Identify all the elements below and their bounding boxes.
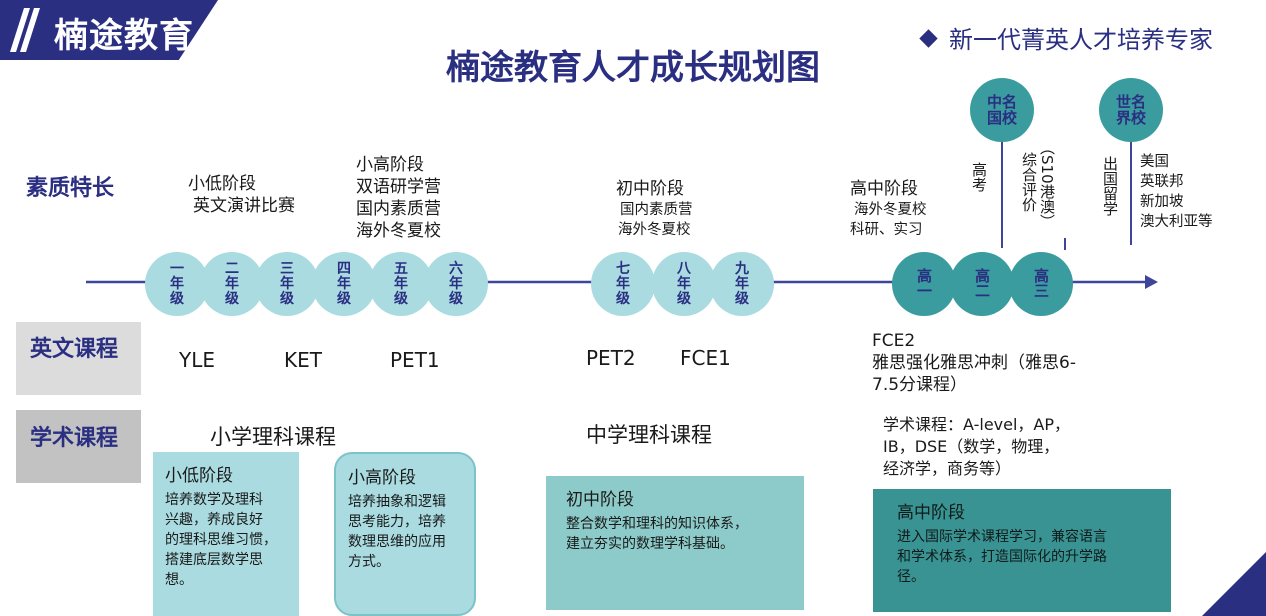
activity-middle: 初中阶段 国内素质营 海外冬夏校 [616,178,693,240]
academic-senior-desc: 学术课程：A-level，AP， IB，DSE（数学，物理， 经济学，商务等） [883,414,1070,480]
academic-senior-line: 经济学，商务等） [883,459,1012,478]
row-label-academic-bg [16,410,141,483]
activity-low-title: 小低阶段 [188,174,256,194]
academic-box-middle: 初中阶段 整合数学和理科的知识体系， 建立夯实的数理学科基础。 [546,476,804,610]
activity-low-item: 英文演讲比赛 [193,196,295,216]
box-title: 小低阶段 [165,466,233,486]
country-item: 新加坡 [1140,194,1184,210]
destination-gaokao: 高考 [970,162,988,192]
row-label-academic: 学术课程 [30,426,119,451]
grade-circle: 八年级 [652,252,716,316]
academic-box-senior: 高中阶段 进入国际学术课程学习，兼容语言 和学术体系，打造国际化的升学路 径。 [873,489,1171,612]
activity-senior: 高中阶段 海外冬夏校 科研、实习 [850,178,927,240]
activity-high: 小高阶段 双语研学营 国内素质营 海外冬夏校 [356,154,441,242]
grade-circle: 七年级 [591,252,655,316]
diamond-icon [919,28,938,48]
grade-circle: 九年级 [710,252,774,316]
activity-middle-item: 国内素质营 [620,202,693,218]
course-pet1: PET1 [390,348,440,372]
slogan: 新一代菁英人才培养专家 [919,20,1213,55]
course-senior-line: 雅思强化雅思冲刺（雅思6- [872,353,1076,373]
logo-text: 楠途教育 [54,16,194,56]
logo-stripes-icon [10,8,40,52]
activity-high-title: 小高阶段 [356,155,424,175]
destination-abroad: 出国留学 [1101,156,1119,216]
academic-box-high: 小高阶段 培养抽象和逻辑 思考能力，培养 数理思维的应用 方式。 [334,452,476,616]
academic-primary-title: 小学理科课程 [210,425,336,449]
grade-circle: 五年级 [369,252,433,316]
senior-grade-circle: 高三 [1009,252,1073,316]
activity-high-item: 双语研学营 [356,177,441,197]
activity-senior-item: 科研、实习 [850,222,923,238]
grade-circle: 一年级 [145,252,209,316]
grade-circle: 六年级 [424,252,488,316]
course-pet2: PET2 [586,346,636,370]
activity-senior-item: 海外冬夏校 [854,202,927,218]
destination-s10-2: 综合评价 [1020,152,1038,212]
academic-box-low: 小低阶段 培养数学及理科 兴趣，养成良好 的理科思维习惯， 搭建底层数学思 想。 [153,452,299,616]
course-ket: KET [284,348,322,372]
senior-grade-circle: 高一 [892,252,956,316]
grade-circle: 三年级 [255,252,319,316]
activity-middle-item: 海外冬夏校 [618,222,691,238]
activity-high-item: 海外冬夏校 [356,221,441,241]
activity-low: 小低阶段 英文演讲比赛 [188,173,295,217]
activity-senior-title: 高中阶段 [850,179,918,199]
country-item: 美国 [1140,154,1169,170]
destination-world-circle: 世名界校 [1099,78,1163,142]
activity-high-item: 国内素质营 [356,199,441,219]
grade-circle: 四年级 [312,252,376,316]
course-senior-line: FCE2 [872,331,916,351]
pointer-line-world [1130,140,1132,245]
destination-china-circle: 中名国校 [970,78,1034,142]
pointer-line-china [1001,140,1003,248]
box-title: 初中阶段 [566,490,634,510]
academic-middle-title: 中学理科课程 [586,423,712,447]
activity-middle-title: 初中阶段 [616,179,684,199]
destination-countries: 美国 英联邦 新加坡 澳大利亚等 [1140,152,1213,232]
destination-s10: （S10港澳） [1038,140,1056,229]
page-title: 楠途教育人才成长规划图 [446,48,820,88]
row-label-english-bg [16,322,141,395]
course-senior: FCE2 雅思强化雅思冲刺（雅思6- 7.5分课程） [872,330,1076,396]
academic-senior-line: 学术课程：A-level，AP， [883,415,1071,434]
box-title: 小高阶段 [348,468,416,488]
academic-senior-line: IB，DSE（数学，物理， [883,437,1060,456]
box-title: 高中阶段 [897,503,965,523]
corner-decoration [1202,552,1266,616]
country-item: 英联邦 [1140,174,1184,190]
pointer-tick [1064,238,1066,250]
row-label-english: 英文课程 [30,337,119,362]
senior-grade-circle: 高二 [950,252,1014,316]
course-fce1: FCE1 [680,346,731,370]
course-yle: YLE [179,348,215,372]
row-label-quality: 素质特长 [26,176,115,201]
slogan-text: 新一代菁英人才培养专家 [949,26,1213,54]
grade-circle: 二年级 [200,252,264,316]
course-senior-line: 7.5分课程） [872,375,968,395]
country-item: 澳大利亚等 [1140,214,1213,230]
